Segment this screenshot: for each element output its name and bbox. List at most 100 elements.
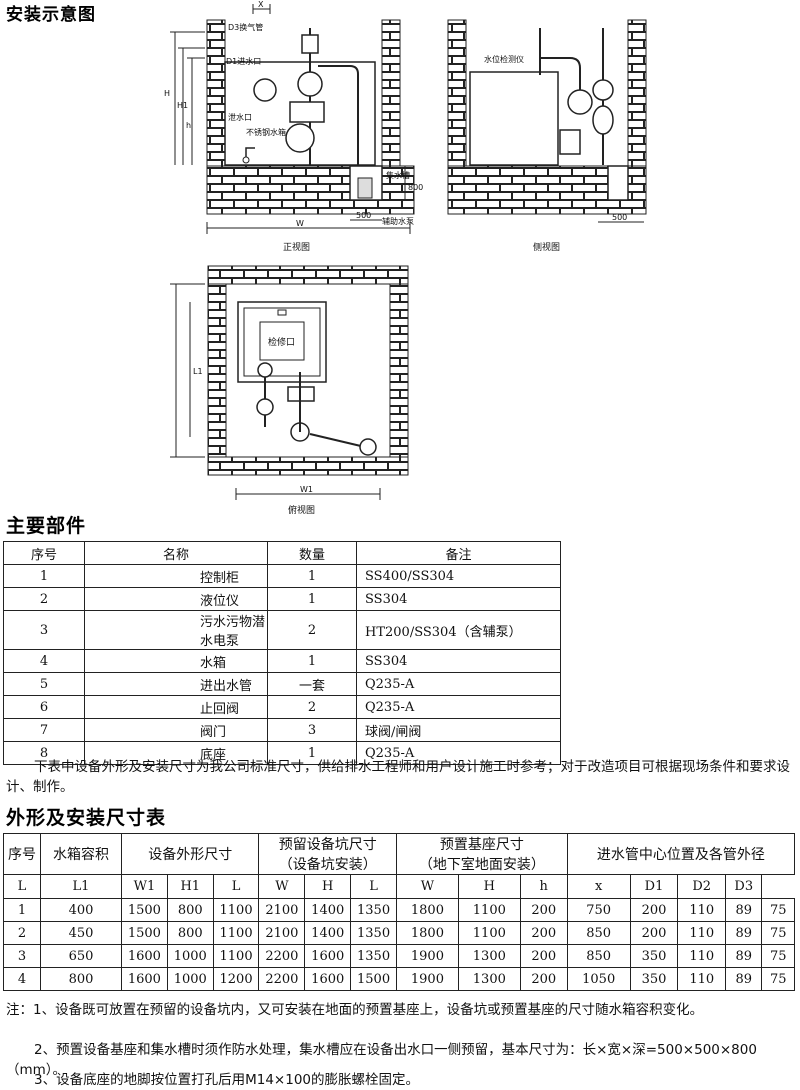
- cell: 2100: [258, 921, 306, 945]
- cell: 200: [519, 944, 568, 968]
- cell: SS304: [356, 587, 561, 611]
- front-x-label: X: [258, 0, 264, 9]
- cell: Q235-A: [356, 741, 561, 765]
- dims-header-base-line2: （地下室地面安装）: [418, 857, 545, 873]
- cell: 3: [3, 944, 41, 968]
- sub-header: L: [350, 874, 397, 899]
- cell: 89: [725, 921, 763, 945]
- front-h-label: H: [164, 89, 170, 98]
- dimensions-table: 序号 水箱容积 设备外形尺寸 预留设备坑尺寸 （设备坑安装） 预置基座尺寸 （地…: [3, 833, 796, 991]
- cell: 750: [566, 898, 631, 922]
- cell: 4: [3, 967, 41, 991]
- cell: 200: [519, 967, 568, 991]
- cell: 1100: [457, 921, 521, 945]
- parts-header-no: 序号: [3, 541, 85, 565]
- sub-header: H: [304, 874, 352, 899]
- front-view-drawing: X D3换气管 D1进水口 泄水口 不锈钢水箱 集水槽 辅助水泵 H H1 h …: [164, 0, 423, 253]
- cell: 1000: [166, 944, 214, 968]
- cell: 8: [3, 741, 85, 765]
- cell: 89: [725, 898, 763, 922]
- cell: 110: [677, 921, 727, 945]
- cell: 1300: [457, 944, 521, 968]
- cell: 2: [3, 587, 85, 611]
- cell: 1350: [350, 898, 397, 922]
- cell: 1050: [566, 967, 631, 991]
- cell: 1000: [166, 967, 214, 991]
- parts-header-name: 名称: [84, 541, 268, 565]
- cell: 110: [677, 898, 727, 922]
- sub-header: D3: [725, 874, 763, 899]
- dims-header-tank: 水箱容积: [40, 833, 122, 875]
- top-w1-label: W1: [300, 485, 313, 494]
- dims-header-pipes: 进水管中心位置及各管外径: [566, 833, 796, 875]
- dims-header-pit-line1: 预留设备坑尺寸: [278, 837, 377, 853]
- sub-header: L1: [40, 874, 122, 899]
- cell: 1500: [121, 921, 168, 945]
- cell: 1: [3, 564, 85, 588]
- cell: 350: [629, 967, 679, 991]
- cell: 200: [629, 921, 679, 945]
- note-3: 3、设备底座的地脚按位置打孔后用M14×100的膨胀螺栓固定。: [34, 1072, 419, 1088]
- cell: 液位仪: [84, 587, 268, 611]
- cell: 350: [629, 944, 679, 968]
- cell: 110: [677, 967, 727, 991]
- cell: 1600: [121, 944, 168, 968]
- cell: 1200: [212, 967, 260, 991]
- dims-header-pit: 预留设备坑尺寸 （设备坑安装）: [258, 833, 397, 875]
- dims-header-outline: 设备外形尺寸: [120, 833, 260, 875]
- sub-header: D2: [677, 874, 727, 899]
- cell: 1: [267, 587, 357, 611]
- front-500-label: 500: [356, 211, 371, 220]
- dimensions-title: 外形及安装尺寸表: [6, 807, 167, 829]
- cell: 110: [677, 944, 727, 968]
- cell: 1350: [350, 944, 397, 968]
- cell: 底座: [84, 741, 268, 765]
- cell: 200: [519, 921, 568, 945]
- parts-table: 序号 名称 数量 备注 1 控制柜 1 SS400/SS304 2 液位仪 1 …: [3, 541, 561, 765]
- front-h-small-label: h: [186, 121, 191, 130]
- cell: 一套: [267, 672, 357, 696]
- sub-header: L: [212, 874, 260, 899]
- cell: 6: [3, 695, 85, 719]
- cell: 2200: [258, 944, 306, 968]
- cell: 1900: [395, 967, 459, 991]
- dims-header-base: 预置基座尺寸 （地下室地面安装）: [395, 833, 568, 875]
- table-row: 6 止回阀 2 Q235-A: [3, 695, 561, 719]
- cell: 1: [267, 564, 357, 588]
- cell: 5: [3, 672, 85, 696]
- parts-header-remark: 备注: [356, 541, 561, 565]
- front-aux-pump-label: 辅助水泵: [382, 216, 414, 226]
- cell: Q235-A: [356, 672, 561, 696]
- cell: SS400/SS304: [356, 564, 561, 588]
- cell: 2: [3, 921, 41, 945]
- dims-header-no: 序号: [3, 833, 41, 875]
- front-vent-label: D3换气管: [228, 22, 263, 32]
- cell: 89: [725, 944, 763, 968]
- cell: 650: [40, 944, 122, 968]
- cell: 阀门: [84, 718, 268, 742]
- side-level-label: 水位检测仪: [484, 54, 524, 64]
- cell: 1100: [212, 898, 260, 922]
- cell: 1100: [457, 898, 521, 922]
- cell: 控制柜: [84, 564, 268, 588]
- cell: 75: [761, 921, 795, 945]
- side-500-label: 500: [612, 213, 627, 222]
- side-view-caption: 侧视图: [533, 241, 560, 253]
- cell: 1800: [395, 921, 459, 945]
- table-row: 8 底座 1 Q235-A: [3, 741, 561, 765]
- cell: 污水污物潜水电泵: [84, 610, 268, 650]
- table-row: 7 阀门 3 球阀/闸阀: [3, 718, 561, 742]
- cell: 球阀/闸阀: [356, 718, 561, 742]
- cell: 1600: [304, 944, 352, 968]
- cell: 2: [267, 610, 357, 650]
- table-row: 1 控制柜 1 SS400/SS304: [3, 564, 561, 588]
- main-parts-title: 主要部件: [6, 515, 87, 537]
- cell: 850: [566, 944, 631, 968]
- cell: 2200: [258, 967, 306, 991]
- front-inlet-label: D1进水口: [226, 56, 261, 66]
- cell: 200: [519, 898, 568, 922]
- cell: 1100: [212, 944, 260, 968]
- cell: 1300: [457, 967, 521, 991]
- table-row: 4 水箱 1 SS304: [3, 649, 561, 673]
